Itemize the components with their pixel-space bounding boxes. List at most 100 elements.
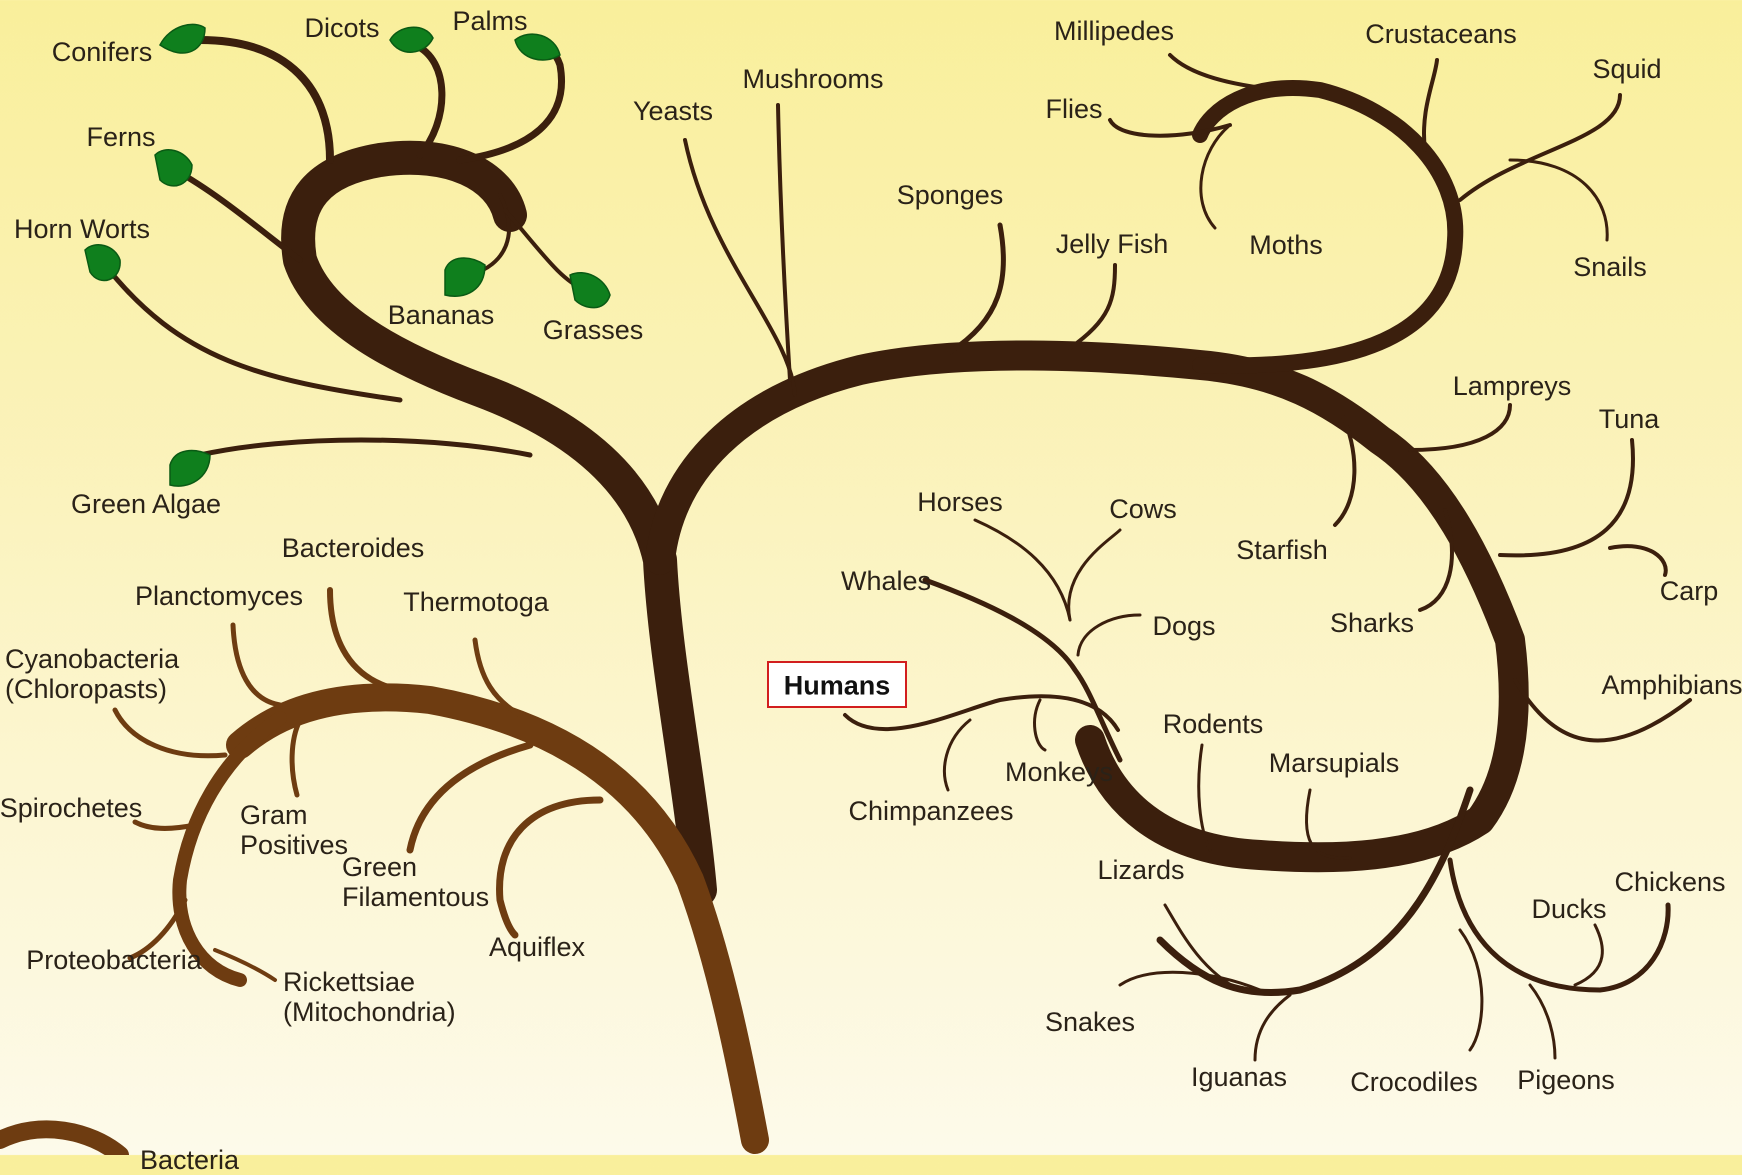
algae-branch	[197, 437, 533, 458]
algae-leaf-icon	[169, 449, 211, 487]
reptile-bird-branch	[1156, 786, 1474, 997]
snake-branch	[1118, 970, 1262, 992]
label-conifers: Conifers	[51, 37, 153, 67]
bacteria-stub-curve	[0, 1120, 129, 1155]
label-rickettsiae: Rickettsiae (Mitochondria)	[283, 967, 456, 1027]
monkey-branch	[1033, 698, 1047, 752]
label-chickens: Chickens	[1614, 867, 1726, 897]
carp-branch	[1608, 544, 1668, 577]
label-snakes: Snakes	[1044, 1007, 1136, 1037]
label-bacteroides: Bacteroides	[281, 533, 425, 563]
palm-branch	[456, 41, 565, 164]
hornwort-branch	[102, 262, 403, 403]
dicot-leaf-icon	[389, 26, 434, 53]
proteo-branch	[127, 897, 188, 961]
label-millipedes: Millipedes	[1053, 16, 1175, 46]
dicot-branch	[411, 41, 446, 159]
leaves	[84, 23, 611, 487]
horse-branch	[973, 518, 1072, 622]
label-monkeys: Monkeys	[1004, 757, 1114, 787]
bacteroides-branch	[327, 587, 403, 693]
rickettsiae-branch	[213, 948, 277, 982]
tuna-branch	[1498, 438, 1635, 558]
label-ducks: Ducks	[1531, 894, 1607, 924]
label-lampreys: Lampreys	[1452, 371, 1572, 401]
grass-leaf-icon	[569, 272, 611, 309]
planctomyces-branch	[230, 622, 283, 708]
humans-highlight-box	[767, 661, 907, 708]
snails-branch	[1508, 158, 1609, 242]
croc-branch	[1458, 928, 1484, 1052]
palm-leaf-icon	[514, 33, 561, 61]
bird-branch	[1447, 857, 1671, 993]
label-proteobacteria: Proteobacteria	[26, 945, 202, 975]
mushroom-branch	[776, 103, 792, 382]
conifer-branch	[196, 36, 334, 164]
cow-branch	[1067, 528, 1122, 622]
label-aquiflex: Aquiflex	[488, 932, 586, 962]
bacteria-lower-branch	[172, 711, 287, 987]
label-cyanobacteria: Cyanobacteria (Chloropasts)	[5, 644, 180, 704]
duck-branch	[1573, 923, 1604, 987]
aquiflex-branch	[496, 796, 604, 939]
starfish-branch	[1333, 408, 1357, 527]
label-yeasts: Yeasts	[632, 96, 714, 126]
label-dogs: Dogs	[1152, 611, 1216, 641]
label-humans: Humans	[783, 670, 891, 701]
label-horn-worts: Horn Worts	[13, 214, 151, 244]
primate-branch	[843, 694, 1120, 732]
label-dicots: Dicots	[304, 13, 380, 43]
label-palms: Palms	[452, 6, 528, 36]
label-thermotoga: Thermotoga	[403, 587, 549, 617]
label-moths: Moths	[1249, 230, 1323, 260]
dog-branch	[1076, 613, 1142, 657]
label-iguanas: Iguanas	[1190, 1062, 1288, 1092]
spirochete-branch	[132, 819, 198, 831]
marsupial-branch	[1304, 788, 1352, 860]
millipede-branch	[1168, 53, 1282, 92]
label-grasses: Grasses	[542, 315, 644, 345]
lizard-branch	[1163, 903, 1242, 992]
label-pigeons: Pigeons	[1517, 1065, 1615, 1095]
main-tree-branches	[102, 36, 1692, 1062]
label-sharks: Sharks	[1329, 608, 1415, 638]
iguana-branch	[1253, 993, 1292, 1062]
crustacean-branch	[1422, 58, 1439, 152]
label-green-algae: Green Algae	[70, 489, 222, 519]
label-spirochetes: Spirochetes	[0, 793, 143, 823]
label-cows: Cows	[1109, 494, 1177, 524]
sharks-branch	[1418, 508, 1454, 612]
label-sponges: Sponges	[896, 180, 1004, 210]
label-mushrooms: Mushrooms	[742, 64, 884, 94]
label-rodents: Rodents	[1162, 709, 1264, 739]
label-amphibians: Amphibians	[1601, 670, 1742, 700]
label-lizards: Lizards	[1097, 855, 1185, 885]
hornwort-leaf-icon	[84, 244, 121, 282]
label-crustaceans: Crustaceans	[1365, 19, 1517, 49]
conifer-leaf-icon	[159, 23, 206, 54]
label-carp: Carp	[1659, 576, 1719, 606]
mammal-branch	[922, 577, 1123, 763]
label-bacteria: Bacteria	[140, 1145, 240, 1175]
label-crocodiles: Crocodiles	[1350, 1067, 1478, 1097]
bacteria-branches	[0, 587, 769, 1155]
label-bananas: Bananas	[387, 300, 495, 330]
fern-leaf-icon	[154, 149, 193, 187]
upper-right-loop	[1192, 80, 1464, 374]
bacteria-main-branch	[226, 683, 769, 1154]
sponge-branch	[947, 222, 1006, 355]
label-flies: Flies	[1045, 94, 1103, 124]
moths-branch	[1199, 123, 1232, 230]
pigeon-branch	[1528, 983, 1557, 1060]
amphibian-branch	[1513, 678, 1692, 743]
squid-branch	[1458, 93, 1622, 202]
thermotoga-branch	[472, 637, 523, 718]
right-main-branch	[645, 340, 1529, 873]
fern-branch	[172, 167, 303, 263]
gram-branch	[289, 717, 303, 798]
label-jelly-fish: Jelly Fish	[1055, 229, 1169, 259]
label-whales: Whales	[840, 566, 932, 596]
label-gram-positives: Gram Positives	[240, 800, 349, 860]
